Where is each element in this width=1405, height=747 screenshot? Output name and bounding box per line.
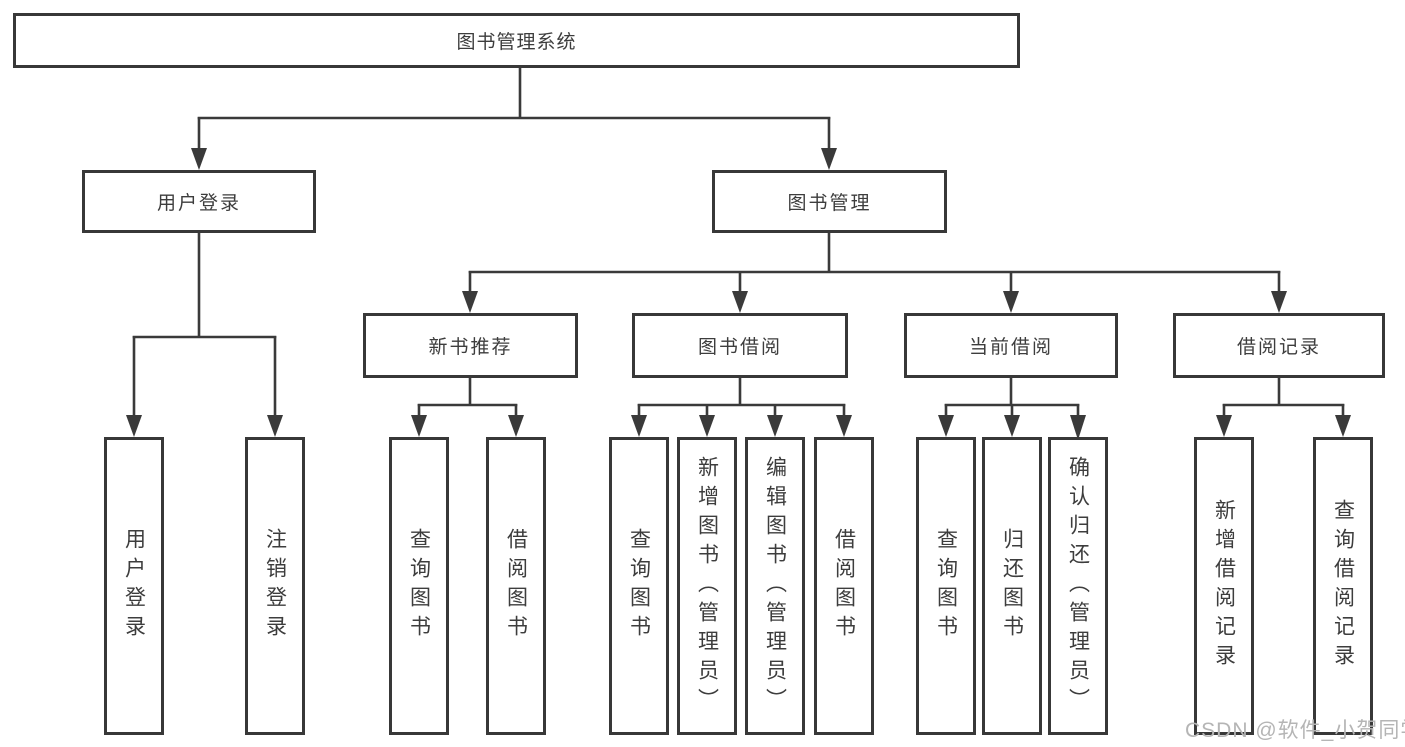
node-user-login: 用户登录 (82, 170, 316, 233)
connector-user-login-to-leaves (126, 233, 283, 437)
leaf-user-login: 用户登录 (104, 437, 164, 735)
node-label: 图书管理 (787, 193, 872, 214)
node-label: 确认归还（管理员） (1066, 455, 1090, 717)
node-label: 编辑图书（管理员） (763, 455, 787, 717)
connector-new-book-rec-to-leaves (411, 378, 524, 437)
leaf-add-book-admin: 新增图书（管理员） (677, 437, 737, 735)
node-label: 新书推荐 (428, 337, 513, 358)
node-label: 查询图书 (627, 528, 651, 644)
node-book-management: 图书管理 (712, 170, 947, 233)
leaf-edit-book-admin: 编辑图书（管理员） (745, 437, 805, 735)
node-label: 图书管理系统 (456, 32, 577, 53)
leaf-add-borrow-record: 新增借阅记录 (1194, 437, 1254, 735)
node-label: 新增借阅记录 (1212, 499, 1236, 673)
node-borrow-records: 借阅记录 (1173, 313, 1385, 378)
connector-book-mgmt-to-level3 (462, 233, 1287, 313)
node-book-borrowing: 图书借阅 (632, 313, 848, 378)
node-label: 用户登录 (122, 528, 146, 644)
node-label: 当前借阅 (968, 337, 1053, 358)
leaf-query-books-3: 查询图书 (916, 437, 976, 735)
node-label: 借阅记录 (1236, 337, 1321, 358)
node-label: 新增图书（管理员） (695, 455, 719, 717)
connector-book-borrow-to-leaves (631, 378, 852, 437)
leaf-logout: 注销登录 (245, 437, 305, 735)
leaf-confirm-return-admin: 确认归还（管理员） (1048, 437, 1108, 735)
node-label: 用户登录 (156, 193, 241, 214)
connector-root-to-level2 (191, 68, 837, 170)
leaf-borrow-books-2: 借阅图书 (814, 437, 874, 735)
watermark: CSDN @软件_小贺同学 (1185, 719, 1405, 742)
leaf-query-borrow-record: 查询借阅记录 (1313, 437, 1373, 735)
connector-current-borrow-to-leaves (938, 378, 1086, 440)
leaf-return-book: 归还图书 (982, 437, 1042, 735)
leaf-borrow-books-1: 借阅图书 (486, 437, 546, 735)
node-label: 图书借阅 (697, 337, 782, 358)
node-label: 查询图书 (407, 528, 431, 644)
node-label: 借阅图书 (832, 528, 856, 644)
node-label: 归还图书 (1000, 528, 1024, 644)
leaf-query-books-1: 查询图书 (389, 437, 449, 735)
node-label: 查询图书 (934, 528, 958, 644)
node-label: 查询借阅记录 (1331, 499, 1355, 673)
node-new-book-recommend: 新书推荐 (363, 313, 578, 378)
leaf-query-books-2: 查询图书 (609, 437, 669, 735)
node-current-borrowing: 当前借阅 (904, 313, 1118, 378)
node-label: 注销登录 (263, 528, 287, 644)
node-label: 借阅图书 (504, 528, 528, 644)
connector-borrow-records-to-leaves (1216, 378, 1351, 437)
node-root: 图书管理系统 (13, 13, 1020, 68)
